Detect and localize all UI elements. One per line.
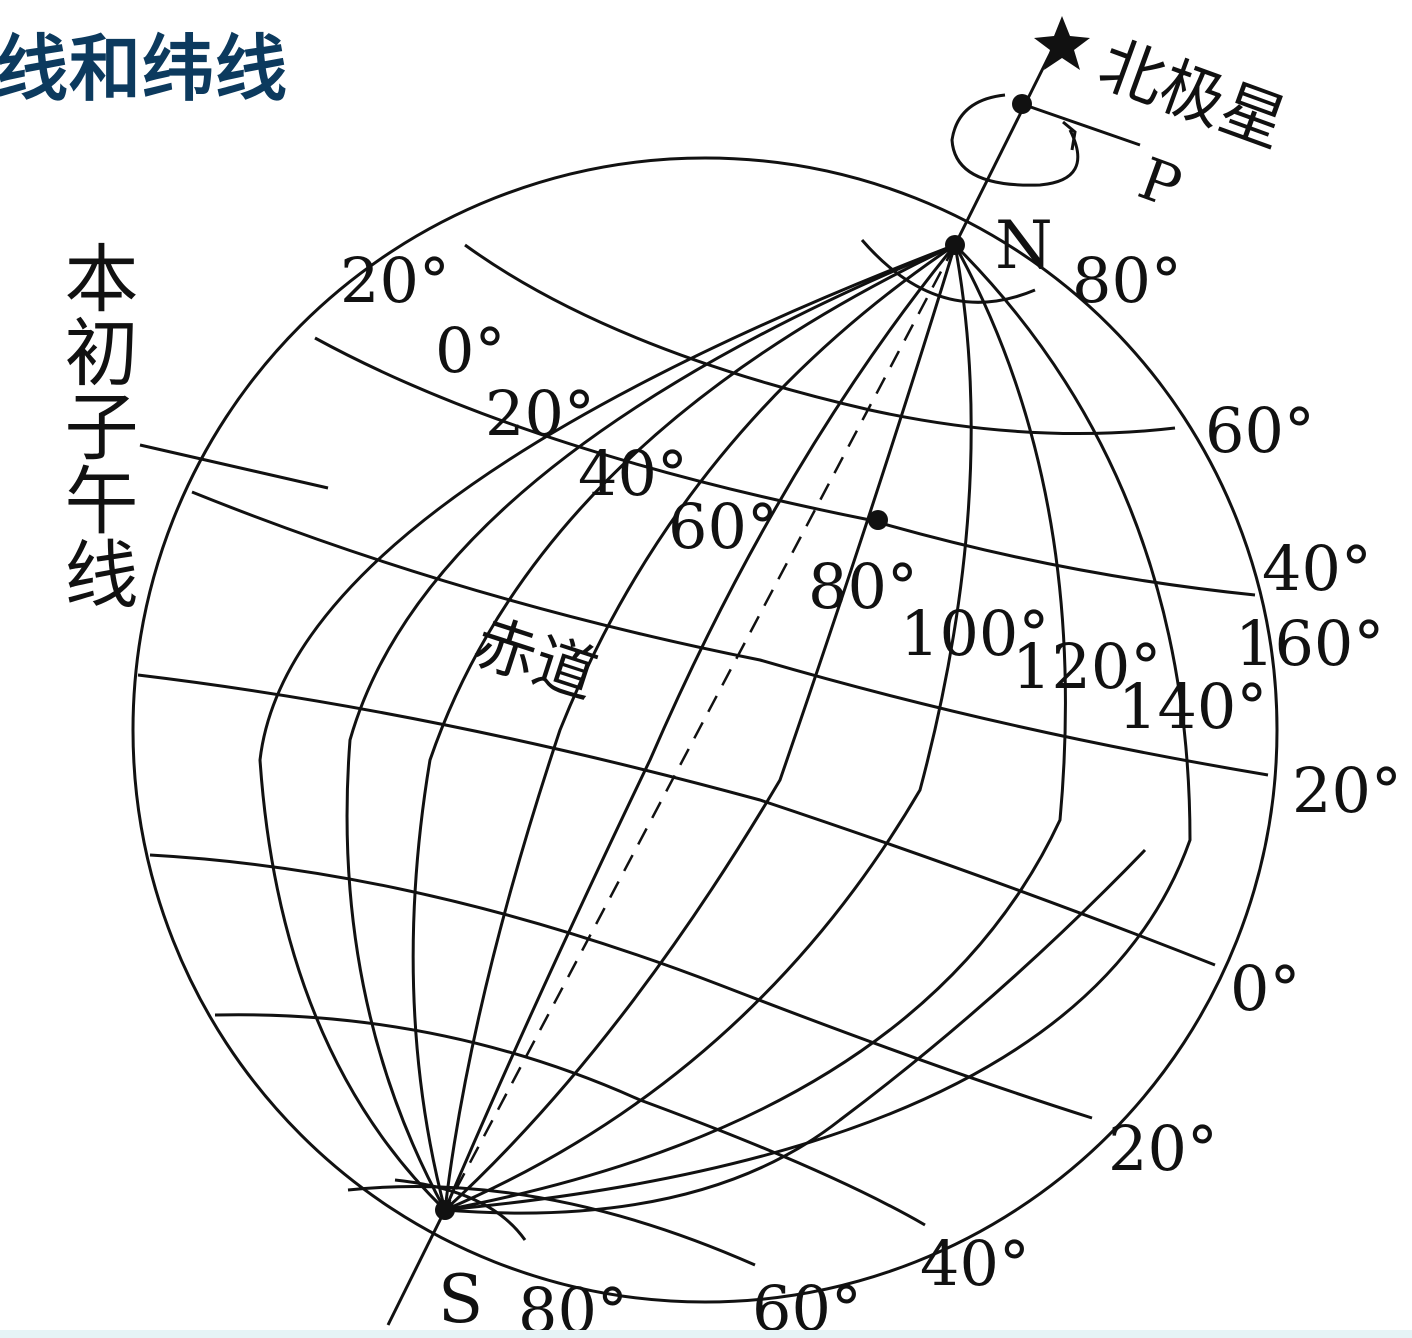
meridian-2: [345, 243, 956, 1211]
bottom-strip: [0, 1330, 1412, 1338]
axis-point: [1012, 94, 1032, 114]
rotation-arrowhead: [1062, 120, 1077, 151]
lon-label-0: 0°: [435, 314, 505, 387]
south-pole-point: [435, 1200, 455, 1220]
page-title: 线和纬线: [0, 27, 289, 111]
lon-label-100e: 100°: [900, 597, 1049, 670]
meridian-6: [443, 244, 957, 1212]
p-pointer-line: [1021, 102, 1141, 147]
marked-point: [868, 510, 888, 530]
latitude-40n: [314, 336, 1256, 597]
lat-label-80s: 80°: [518, 1274, 628, 1338]
lat-label-40s: 40°: [920, 1227, 1030, 1300]
axis-extension-north: [953, 29, 1064, 246]
lon-label-20w: 20°: [340, 244, 450, 317]
lat-label-40n: 40°: [1262, 532, 1372, 605]
latitude-80s: [394, 1178, 527, 1241]
lat-label-60s: 60°: [752, 1272, 862, 1338]
meridian-7: [444, 244, 973, 1212]
south-label: S: [438, 1261, 483, 1338]
lon-label-40e: 40°: [578, 437, 688, 510]
axis-extension-south: [386, 1209, 447, 1326]
rotation-arc: [950, 93, 1080, 187]
latitude-80n: [860, 239, 1036, 304]
polaris-label: 北极星: [1090, 27, 1296, 162]
north-pole-point: [945, 235, 965, 255]
lon-label-20e: 20°: [485, 377, 595, 450]
lat-label-20s: 20°: [1108, 1112, 1218, 1185]
lon-label-80e: 80°: [808, 550, 918, 623]
latitude-20n: [191, 490, 1269, 777]
lon-label-140e: 140°: [1118, 670, 1267, 743]
lat-label-equator: 0°: [1230, 952, 1300, 1025]
lon-label-160e: 160°: [1235, 607, 1384, 680]
meridian-10: [444, 848, 1147, 1215]
prime-meridian-label: 本初子午线: [52, 240, 138, 610]
meridian-9: [444, 243, 1192, 1212]
meridian-8: [444, 244, 1067, 1212]
meridian-3: [411, 243, 956, 1211]
lat-label-80n: 80°: [1072, 244, 1182, 317]
prime-meridian-pointer: [139, 443, 329, 490]
lat-label-20n: 20°: [1292, 754, 1402, 827]
meridian-1: [258, 243, 956, 1212]
meridian-5: [443, 244, 957, 1211]
globe-outline: [131, 156, 1279, 1304]
latitude-20s: [149, 853, 1093, 1120]
latitude-60n: [464, 243, 1176, 436]
north-label: N: [995, 207, 1053, 284]
polaris-star-icon: [1034, 16, 1090, 70]
latitude-40s: [214, 1013, 926, 1227]
latitude-equator: [137, 673, 1216, 967]
lon-label-120e: 120°: [1012, 630, 1161, 703]
meridian-4: [443, 243, 956, 1211]
p-label: P: [1130, 144, 1190, 221]
earth-axis-dashed: [443, 244, 957, 1211]
lon-label-60e: 60°: [668, 490, 778, 563]
lat-label-60n: 60°: [1205, 394, 1315, 467]
